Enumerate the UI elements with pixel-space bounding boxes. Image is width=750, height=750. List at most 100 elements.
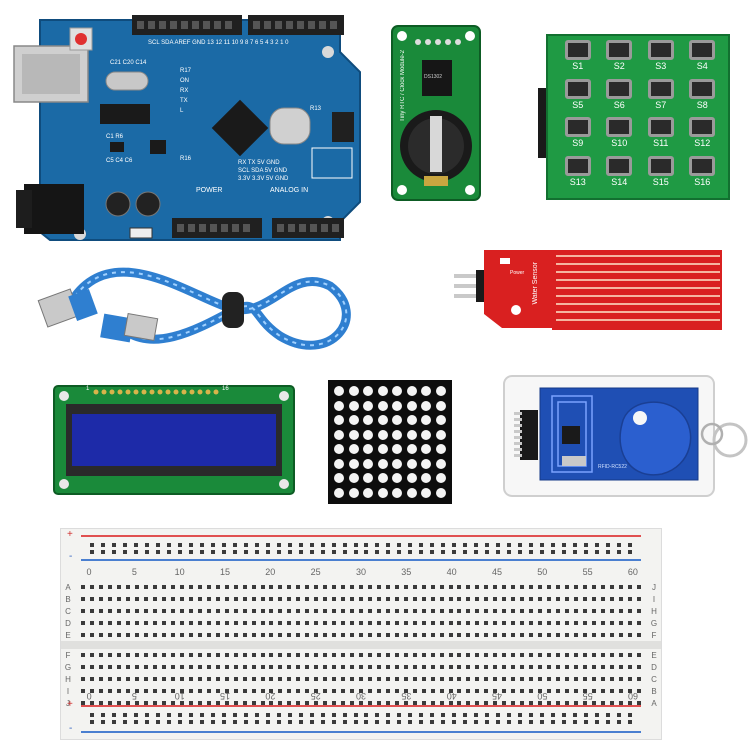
breadboard-hole[interactable] bbox=[87, 718, 98, 725]
breadboard-hole[interactable] bbox=[267, 697, 276, 709]
breadboard-hole[interactable] bbox=[509, 593, 518, 605]
breadboard-hole[interactable] bbox=[330, 649, 339, 661]
breadboard-hole[interactable] bbox=[186, 605, 195, 617]
breadboard-hole[interactable] bbox=[598, 649, 607, 661]
breadboard-hole[interactable] bbox=[151, 581, 160, 593]
breadboard-hole[interactable] bbox=[536, 685, 545, 697]
breadboard-hole[interactable] bbox=[383, 617, 392, 629]
breadboard-hole[interactable] bbox=[131, 718, 142, 725]
breadboard-hole[interactable] bbox=[419, 593, 428, 605]
breadboard-hole[interactable] bbox=[229, 718, 240, 725]
breadboard-hole[interactable] bbox=[240, 617, 249, 629]
breadboard-hole[interactable] bbox=[553, 661, 562, 673]
breadboard-hole[interactable] bbox=[151, 617, 160, 629]
breadboard-hole[interactable] bbox=[153, 711, 164, 718]
breadboard-hole[interactable] bbox=[177, 593, 186, 605]
breadboard-hole[interactable] bbox=[569, 541, 580, 548]
breadboard-hole[interactable] bbox=[437, 629, 446, 641]
keypad-key[interactable]: S11 bbox=[643, 117, 679, 154]
breadboard-hole[interactable] bbox=[276, 617, 285, 629]
breadboard-hole[interactable] bbox=[598, 593, 607, 605]
breadboard-hole[interactable] bbox=[294, 605, 303, 617]
breadboard-hole[interactable] bbox=[106, 685, 115, 697]
breadboard-hole[interactable] bbox=[401, 661, 410, 673]
breadboard-hole[interactable] bbox=[258, 661, 267, 673]
breadboard-hole[interactable] bbox=[321, 605, 330, 617]
breadboard-hole[interactable] bbox=[372, 711, 383, 718]
breadboard-hole[interactable] bbox=[455, 605, 464, 617]
breadboard-hole[interactable] bbox=[482, 685, 491, 697]
breadboard-hole[interactable] bbox=[97, 593, 106, 605]
breadboard-hole[interactable] bbox=[361, 718, 372, 725]
breadboard-hole[interactable] bbox=[464, 649, 473, 661]
breadboard-hole[interactable] bbox=[321, 685, 330, 697]
breadboard-hole[interactable] bbox=[607, 697, 616, 709]
breadboard-hole[interactable] bbox=[365, 661, 374, 673]
breadboard-hole[interactable] bbox=[527, 685, 536, 697]
breadboard-hole[interactable] bbox=[527, 629, 536, 641]
breadboard-hole[interactable] bbox=[251, 541, 262, 548]
breadboard-hole[interactable] bbox=[361, 711, 372, 718]
breadboard-hole[interactable] bbox=[273, 541, 284, 548]
breadboard-hole[interactable] bbox=[374, 649, 383, 661]
breadboard-hole[interactable] bbox=[133, 617, 142, 629]
breadboard-hole[interactable] bbox=[589, 673, 598, 685]
breadboard-hole[interactable] bbox=[553, 649, 562, 661]
breadboard-hole[interactable] bbox=[410, 581, 419, 593]
keypad-key[interactable]: S15 bbox=[643, 155, 679, 193]
breadboard-hole[interactable] bbox=[589, 685, 598, 697]
breadboard-hole[interactable] bbox=[231, 661, 240, 673]
breadboard-hole[interactable] bbox=[186, 541, 197, 548]
breadboard-hole[interactable] bbox=[97, 629, 106, 641]
breadboard-hole[interactable] bbox=[109, 541, 120, 548]
breadboard-hole[interactable] bbox=[106, 649, 115, 661]
breadboard-hole[interactable] bbox=[357, 629, 366, 641]
breadboard-hole[interactable] bbox=[330, 581, 339, 593]
breadboard-hole[interactable] bbox=[437, 673, 446, 685]
breadboard-hole[interactable] bbox=[348, 605, 357, 617]
breadboard-hole[interactable] bbox=[295, 541, 306, 548]
breadboard-hole[interactable] bbox=[160, 649, 169, 661]
breadboard-hole[interactable] bbox=[500, 605, 509, 617]
breadboard-hole[interactable] bbox=[273, 711, 284, 718]
breadboard-hole[interactable] bbox=[437, 581, 446, 593]
breadboard-hole[interactable] bbox=[580, 649, 589, 661]
breadboard-hole[interactable] bbox=[312, 685, 321, 697]
breadboard-hole[interactable] bbox=[491, 697, 500, 709]
breadboard-hole[interactable] bbox=[249, 685, 258, 697]
breadboard-hole[interactable] bbox=[427, 718, 438, 725]
breadboard-hole[interactable] bbox=[294, 673, 303, 685]
breadboard-hole[interactable] bbox=[204, 697, 213, 709]
breadboard-hole[interactable] bbox=[473, 605, 482, 617]
keypad-key-button[interactable] bbox=[647, 40, 674, 60]
keypad-key-button[interactable] bbox=[647, 117, 674, 137]
breadboard-hole[interactable] bbox=[616, 593, 625, 605]
breadboard-hole[interactable] bbox=[464, 605, 473, 617]
breadboard-hole[interactable] bbox=[449, 718, 460, 725]
breadboard-hole[interactable] bbox=[131, 548, 142, 555]
breadboard-hole[interactable] bbox=[509, 649, 518, 661]
breadboard-hole[interactable] bbox=[231, 605, 240, 617]
breadboard-hole[interactable] bbox=[160, 697, 169, 709]
breadboard-hole[interactable] bbox=[616, 649, 625, 661]
keypad-key[interactable]: S9 bbox=[560, 117, 596, 154]
breadboard-hole[interactable] bbox=[169, 697, 178, 709]
breadboard-hole[interactable] bbox=[267, 581, 276, 593]
breadboard-hole[interactable] bbox=[405, 548, 416, 555]
breadboard-hole[interactable] bbox=[558, 711, 569, 718]
breadboard-hole[interactable] bbox=[142, 697, 151, 709]
breadboard-hole[interactable] bbox=[229, 541, 240, 548]
breadboard-hole[interactable] bbox=[177, 697, 186, 709]
breadboard-hole[interactable] bbox=[339, 711, 350, 718]
breadboard-hole[interactable] bbox=[419, 617, 428, 629]
breadboard-hole[interactable] bbox=[195, 629, 204, 641]
breadboard-hole[interactable] bbox=[446, 581, 455, 593]
breadboard-hole[interactable] bbox=[151, 697, 160, 709]
breadboard-hole[interactable] bbox=[383, 649, 392, 661]
breadboard-hole[interactable] bbox=[553, 697, 562, 709]
breadboard-hole[interactable] bbox=[455, 629, 464, 641]
breadboard-hole[interactable] bbox=[446, 673, 455, 685]
breadboard-hole[interactable] bbox=[267, 617, 276, 629]
breadboard-hole[interactable] bbox=[428, 649, 437, 661]
breadboard-hole[interactable] bbox=[473, 581, 482, 593]
